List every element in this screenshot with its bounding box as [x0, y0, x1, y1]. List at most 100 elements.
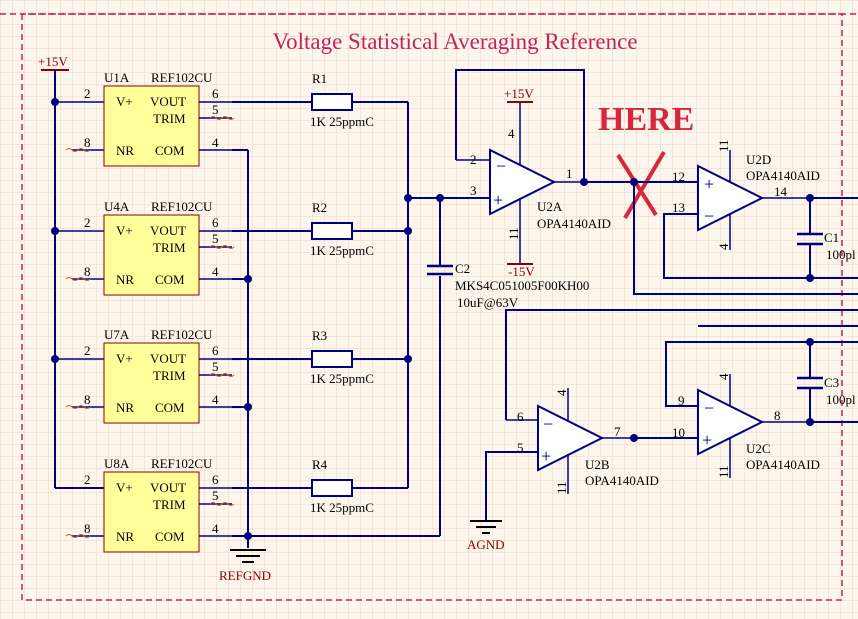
u7a-designator: U7A [104, 327, 130, 342]
u7a-vplus: V+ [116, 351, 133, 366]
u7a-pin5: 5 [212, 359, 219, 374]
junction [404, 355, 412, 363]
u7a-pin2: 2 [84, 343, 91, 358]
u2b-designator: U2B [585, 457, 610, 472]
junction [806, 274, 814, 282]
c2-part: MKS4C051005F00KH00 [455, 278, 589, 293]
u2c-plus: + [702, 430, 712, 450]
ref102-u8a[interactable]: U8A REF102CU V+ VOUT TRIM NR COM 2 8 6 5… [55, 456, 235, 553]
r2-designator: R2 [312, 200, 327, 215]
opamp-u2a[interactable]: − + 2 3 1 4 11 +15V -15V U2A OPA4140AID [455, 69, 611, 279]
junction [630, 434, 638, 442]
u1a-com: COM [155, 143, 185, 158]
u2a-minus: − [496, 156, 506, 176]
u2a-pos15: +15V [504, 86, 534, 101]
u4a-vout: VOUT [150, 223, 186, 238]
u2b-pin4: 4 [554, 389, 569, 396]
u8a-pin5: 5 [212, 488, 219, 503]
u2a-plus: + [493, 190, 503, 210]
u4a-pin4: 4 [212, 264, 219, 279]
capacitor-c2[interactable]: C2 MKS4C051005F00KH00 10uF@63V [427, 261, 589, 310]
c2-value: 10uF@63V [457, 295, 519, 310]
refgnd-label: REFGND [219, 568, 271, 583]
u2c-pin9: 9 [678, 393, 685, 408]
u8a-pin8: 8 [84, 521, 91, 536]
opamp-u2c[interactable]: − + 9 10 8 4 11 U2C OPA4140AID [672, 373, 820, 478]
r4-designator: R4 [312, 457, 328, 472]
u2d-minus: − [704, 206, 714, 226]
opamp-u2b[interactable]: − + 6 5 7 4 11 U2B OPA4140AID [485, 388, 659, 520]
u8a-designator: U8A [104, 456, 130, 471]
ref102-u1a[interactable]: U1A REF102CU V+ VOUT TRIM NR COM 2 8 6 5… [55, 70, 235, 167]
u4a-com: COM [155, 272, 185, 287]
u4a-pin6: 6 [212, 215, 219, 230]
u1a-designator: U1A [104, 70, 130, 85]
junction [244, 403, 252, 411]
u2a-pin11: 11 [506, 227, 521, 240]
sheet-title: Voltage Statistical Averaging Reference [272, 29, 637, 54]
u8a-vout: VOUT [150, 480, 186, 495]
u2c-minus: − [704, 398, 714, 418]
ref102-u4a[interactable]: U4A REF102CU V+ VOUT TRIM NR COM 2 8 6 5… [55, 199, 235, 296]
c1-designator: C1 [824, 230, 839, 245]
u2c-designator: U2C [746, 441, 771, 456]
u7a-com: COM [155, 400, 185, 415]
u2d-plus: + [704, 174, 714, 194]
pos15-left-label: +15V [38, 54, 68, 69]
break-x-mark [616, 150, 666, 220]
u2b-plus: + [541, 446, 551, 466]
u4a-designator: U4A [104, 199, 130, 214]
u2a-part: OPA4140AID [537, 216, 611, 231]
resistor-r1[interactable]: R1 1K 25ppmC [310, 71, 374, 129]
u8a-nr: NR [116, 529, 134, 544]
u2a-designator: U2A [537, 199, 563, 214]
u2b-part: OPA4140AID [585, 473, 659, 488]
resistor-r2[interactable]: R2 1K 25ppmC [310, 200, 374, 258]
resistor-r4[interactable]: R4 1K 25ppmC [310, 457, 374, 515]
c3-designator: C3 [824, 375, 839, 390]
u1a-vplus: V+ [116, 94, 133, 109]
refgnd-symbol[interactable]: REFGND [219, 549, 271, 583]
u2d-pin13: 13 [672, 200, 685, 215]
junction [244, 532, 252, 540]
u2a-neg15: -15V [508, 264, 535, 279]
wire [633, 182, 858, 295]
u1a-pin2: 2 [84, 86, 91, 101]
u8a-pin4: 4 [212, 521, 219, 536]
here-annotation: HERE [598, 101, 694, 138]
u2d-pin14: 14 [774, 184, 788, 199]
opamp-u2d[interactable]: + − 12 13 14 11 4 U2D OPA4140AID [663, 139, 858, 279]
u1a-pin8: 8 [84, 135, 91, 150]
u4a-nr: NR [116, 272, 134, 287]
u7a-part: REF102CU [151, 327, 213, 342]
agnd-symbol[interactable]: AGND [467, 520, 505, 552]
c1-value: 100pl [826, 247, 856, 262]
capacitor-c3[interactable]: C3 100pl [797, 375, 856, 407]
u2a-pin2: 2 [470, 152, 477, 167]
pos15-left-power[interactable]: +15V [38, 54, 69, 488]
u1a-nr: NR [116, 143, 134, 158]
junction [404, 227, 412, 235]
u2c-pin11: 11 [716, 465, 731, 478]
wire [505, 309, 858, 420]
u2d-part: OPA4140AID [746, 168, 820, 183]
r1-designator: R1 [312, 71, 327, 86]
u8a-pin2: 2 [84, 472, 91, 487]
c3-value: 100pl [826, 392, 856, 407]
u7a-vout: VOUT [150, 351, 186, 366]
u2b-pin6: 6 [517, 409, 524, 424]
ref102-u7a[interactable]: U7A REF102CU V+ VOUT TRIM NR COM 2 8 6 5… [55, 327, 235, 424]
u1a-pin6: 6 [212, 86, 219, 101]
c2-designator: C2 [455, 261, 470, 276]
capacitor-c1[interactable]: C1 100pl [797, 230, 856, 262]
junction [630, 178, 638, 186]
u4a-pin2: 2 [84, 215, 91, 230]
u2d-pin4: 4 [716, 243, 731, 250]
u2d-pin12: 12 [672, 169, 685, 184]
u8a-part: REF102CU [151, 456, 213, 471]
u4a-pin8: 8 [84, 264, 91, 279]
sheet-border [21, 13, 843, 601]
r1-value: 1K 25ppmC [310, 114, 374, 129]
u4a-vplus: V+ [116, 223, 133, 238]
